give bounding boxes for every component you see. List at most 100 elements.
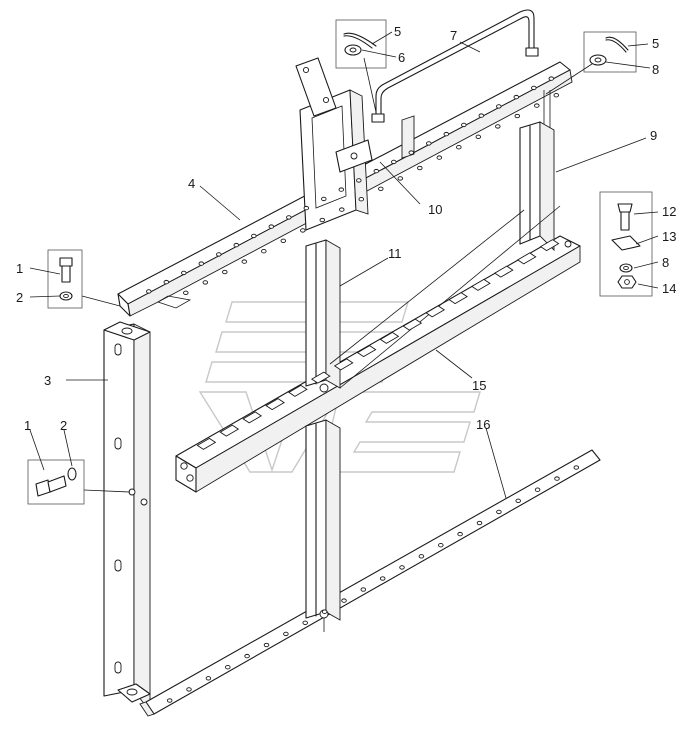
rail-hole [573, 465, 580, 470]
part-16-lower-rail [139, 449, 601, 717]
part-10-bracket [295, 57, 415, 231]
callout-7: 7 [450, 28, 457, 43]
part-7-bent-rod [371, 9, 539, 123]
tube-slot [333, 358, 354, 371]
callout-13: 13 [662, 229, 676, 244]
callout-2a: 2 [16, 290, 23, 305]
tube-slot [448, 292, 468, 305]
tube-slot [539, 239, 560, 252]
tube-slot [265, 398, 285, 411]
rail-hole [225, 665, 231, 670]
tube-slot [196, 437, 217, 450]
rail-hole [515, 498, 521, 503]
rail-hole [263, 642, 270, 648]
callout-1a: 1 [16, 261, 23, 276]
rail-hole [378, 186, 384, 191]
callout-2b: 2 [60, 418, 67, 433]
rail-hole [513, 94, 520, 100]
rail-hole [514, 113, 521, 119]
rail-hole [417, 165, 423, 171]
rail-hole [216, 252, 222, 257]
tube-slot [219, 424, 240, 437]
hardware-box-left-upper [47, 249, 83, 309]
hardware-box-left-lower [27, 459, 85, 505]
rail-hole [391, 159, 397, 165]
tube-slot [493, 265, 514, 278]
tube-slot [402, 318, 423, 331]
callout-4: 4 [188, 176, 195, 191]
rail-hole [300, 228, 306, 233]
part-15-square-tube [175, 235, 581, 493]
rail-hole [321, 196, 327, 202]
rail-hole [146, 289, 152, 294]
rail-hole [183, 290, 189, 295]
part-3-left-post [103, 321, 151, 714]
rail-hole [534, 103, 540, 108]
rail-hole [553, 93, 560, 98]
callout-1b: 1 [24, 418, 31, 433]
tube-slot [288, 384, 308, 397]
rail-hole [373, 168, 380, 174]
rail-hole [244, 653, 250, 659]
part-9-right-channel [519, 90, 555, 252]
upper-rail-holes [146, 76, 560, 295]
rail-hole [426, 141, 432, 146]
rail-hole [186, 687, 192, 692]
rail-hole [554, 476, 560, 481]
rail-hole [166, 698, 173, 703]
callout-5b: 5 [652, 36, 659, 51]
part-11-middle-channel [305, 239, 341, 632]
callout-16: 16 [476, 417, 490, 432]
tube-slot [471, 278, 491, 291]
rail-hole [163, 279, 170, 285]
rail-hole [251, 233, 257, 239]
rail-hole [302, 620, 308, 625]
leader-lines [29, 31, 659, 499]
rail-hole [548, 76, 555, 81]
rail-hole [268, 224, 275, 229]
tube-slot [242, 411, 263, 424]
rail-hole [457, 531, 463, 537]
rail-hole [408, 150, 415, 155]
rail-hole [418, 554, 425, 559]
callout-6: 6 [398, 50, 405, 65]
rail-hole [534, 487, 541, 492]
tube-slot [516, 252, 537, 265]
rail-hole [476, 520, 483, 526]
rail-hole [436, 155, 443, 160]
rail-hole [360, 587, 367, 592]
rail-hole [496, 509, 502, 515]
hardware-box-top-left [335, 19, 387, 69]
rail-hole [303, 205, 310, 211]
rail-hole [475, 134, 482, 139]
rail-hole [397, 176, 404, 181]
rail-hole [202, 280, 209, 285]
rail-hole [319, 217, 326, 223]
rail-hole [321, 609, 328, 614]
rail-hole [283, 631, 289, 637]
rail-hole [341, 598, 347, 603]
rail-hole [461, 122, 467, 128]
callout-5a: 5 [394, 24, 401, 39]
rail-hole [358, 197, 365, 202]
rail-hole [438, 543, 444, 548]
rail-hole [456, 145, 462, 150]
rail-hole [286, 215, 292, 220]
callout-14: 14 [662, 281, 676, 296]
rail-hole [531, 85, 537, 91]
rail-hole [478, 113, 485, 118]
rail-hole [443, 131, 450, 137]
rail-hole [280, 238, 287, 243]
tube-slot [379, 331, 400, 344]
rail-hole [356, 178, 362, 183]
callout-11: 11 [388, 246, 402, 261]
callout-9: 9 [650, 128, 657, 143]
tube-slot [310, 371, 331, 384]
washer-8a [589, 54, 607, 66]
tube-slots [196, 239, 560, 450]
tube-slot [356, 345, 377, 358]
rail-hole [338, 187, 345, 192]
callout-3: 3 [44, 373, 51, 388]
